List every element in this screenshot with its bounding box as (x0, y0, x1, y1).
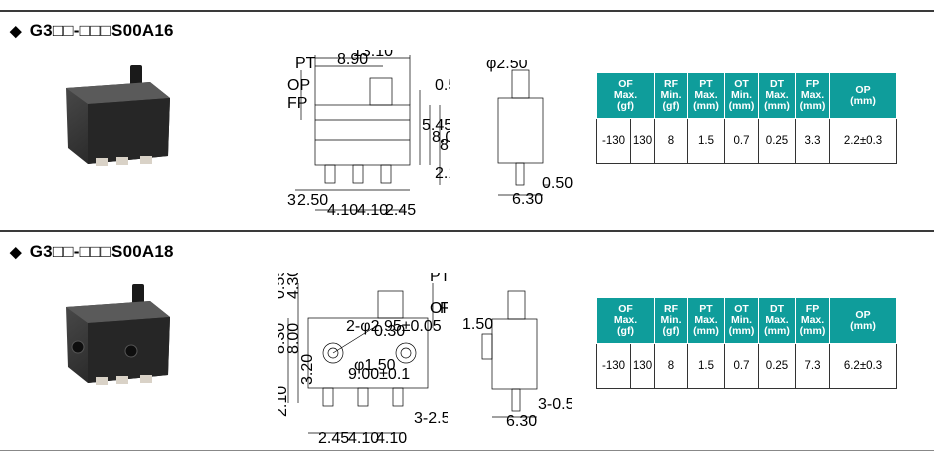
dim-label: 5.45 (422, 117, 450, 134)
dim-label: 4.10 (357, 202, 388, 219)
cell-rf: 8 (654, 118, 688, 164)
dim-label: 0.30 (374, 323, 405, 340)
front-dimension-drawing: 0.55 4.30±0.05 8.30 8.00 3.20 2.10 2-φ2.… (278, 273, 448, 447)
dim-label: 3.20 (299, 354, 316, 385)
dim-label: 2.50 (297, 192, 328, 209)
cell-fp: 3.3 (795, 118, 830, 164)
dim-label: 2-φ2.95±0.05 (346, 318, 442, 335)
side-dimension-drawing: 1.50 6.30 3-0.50 (462, 290, 572, 429)
cell-rf: 8 (654, 343, 688, 389)
dim-label: 4.10 (348, 430, 379, 447)
dim-label: 8.90 (337, 51, 368, 68)
dim-label: 8.30 (440, 137, 450, 154)
op-label: OP (430, 300, 448, 317)
fp-label: FP (440, 300, 448, 317)
product-section-a16: ◆ G3□□-□□□S00A16 (0, 20, 934, 240)
cell-op: 2.2±0.3 (829, 118, 897, 164)
header-op: OP(mm) (829, 72, 897, 119)
cell-op: 6.2±0.3 (829, 343, 897, 389)
dim-label: 3 (287, 192, 296, 209)
cell-ot: 0.7 (724, 343, 759, 389)
side-dimension-drawing: φ2.50 0.50 6.30 (486, 60, 573, 208)
switch-photo (66, 65, 170, 166)
dim-label: 8.30 (278, 323, 288, 354)
dim-label: 9.00±0.1 (348, 366, 410, 383)
dim-label: 1.50 (462, 316, 493, 333)
dim-label: φ2.50 (486, 60, 528, 72)
dim-label: 8.00 (285, 323, 302, 354)
pt-label: PT (295, 55, 316, 72)
cell-ot: 0.7 (724, 118, 759, 164)
dim-label: 0.55 (278, 273, 288, 299)
cell-of-max: 130 (630, 343, 655, 389)
dim-label: 2.45 (385, 202, 416, 219)
dim-label: 3-2.50 (414, 410, 448, 427)
dim-label: 2.10 (435, 165, 450, 182)
cell-dt: 0.25 (758, 118, 796, 164)
fp-label: FP (287, 95, 307, 112)
dim-label: 8.00 (432, 129, 450, 146)
model-title: G3□□-□□□S00A18 (29, 242, 174, 261)
diamond-bullet-icon: ◆ (10, 23, 22, 40)
cell-fp: 7.3 (795, 343, 830, 389)
dim-label: 6.30 (506, 413, 537, 429)
dim-label: 6.30 (512, 191, 543, 208)
cell-of-min: -130 (596, 343, 631, 389)
cell-pt: 1.5 (687, 343, 725, 389)
product-section-a18: ◆ G3□□-□□□S00A18 (0, 241, 934, 461)
cell-dt: 0.25 (758, 343, 796, 389)
dim-label: 13.10 (353, 50, 393, 60)
front-dimension-drawing: 13.10 8.90 0.55 5.45 8.00 8.30 2.10 3 2.… (287, 50, 450, 219)
model-heading: ◆ G3□□-□□□S00A16 (10, 20, 174, 42)
dim-label: φ1.50 (354, 357, 396, 374)
dim-label: 0.55 (435, 77, 450, 94)
cell-of-min: -130 (596, 118, 631, 164)
dim-label: 0.50 (542, 175, 573, 192)
diamond-bullet-icon: ◆ (10, 244, 22, 261)
op-label: OP (287, 77, 310, 94)
dim-label: 4.10 (376, 430, 407, 447)
dim-label: 4.30±0.05 (285, 273, 302, 299)
section-divider (0, 230, 934, 232)
dim-label: 3-0.50 (538, 396, 572, 413)
dim-label: 2.10 (278, 386, 290, 417)
spec-value-row: -130 130 8 1.5 0.7 0.25 7.3 6.2±0.3 (596, 343, 897, 389)
header-op: OP(mm) (829, 297, 897, 344)
pt-label: PT (430, 273, 448, 285)
cell-pt: 1.5 (687, 118, 725, 164)
cell-of-max: 130 (630, 118, 655, 164)
bottom-divider (0, 450, 934, 451)
dim-label: 4.10 (327, 202, 358, 219)
dim-label: 2.45 (318, 430, 349, 447)
spec-value-row: -130 130 8 1.5 0.7 0.25 3.3 2.2±0.3 (596, 118, 897, 164)
model-heading: ◆ G3□□-□□□S00A18 (10, 241, 174, 263)
top-divider (0, 10, 934, 12)
model-title: G3□□-□□□S00A16 (29, 21, 174, 40)
switch-photo (66, 284, 170, 385)
